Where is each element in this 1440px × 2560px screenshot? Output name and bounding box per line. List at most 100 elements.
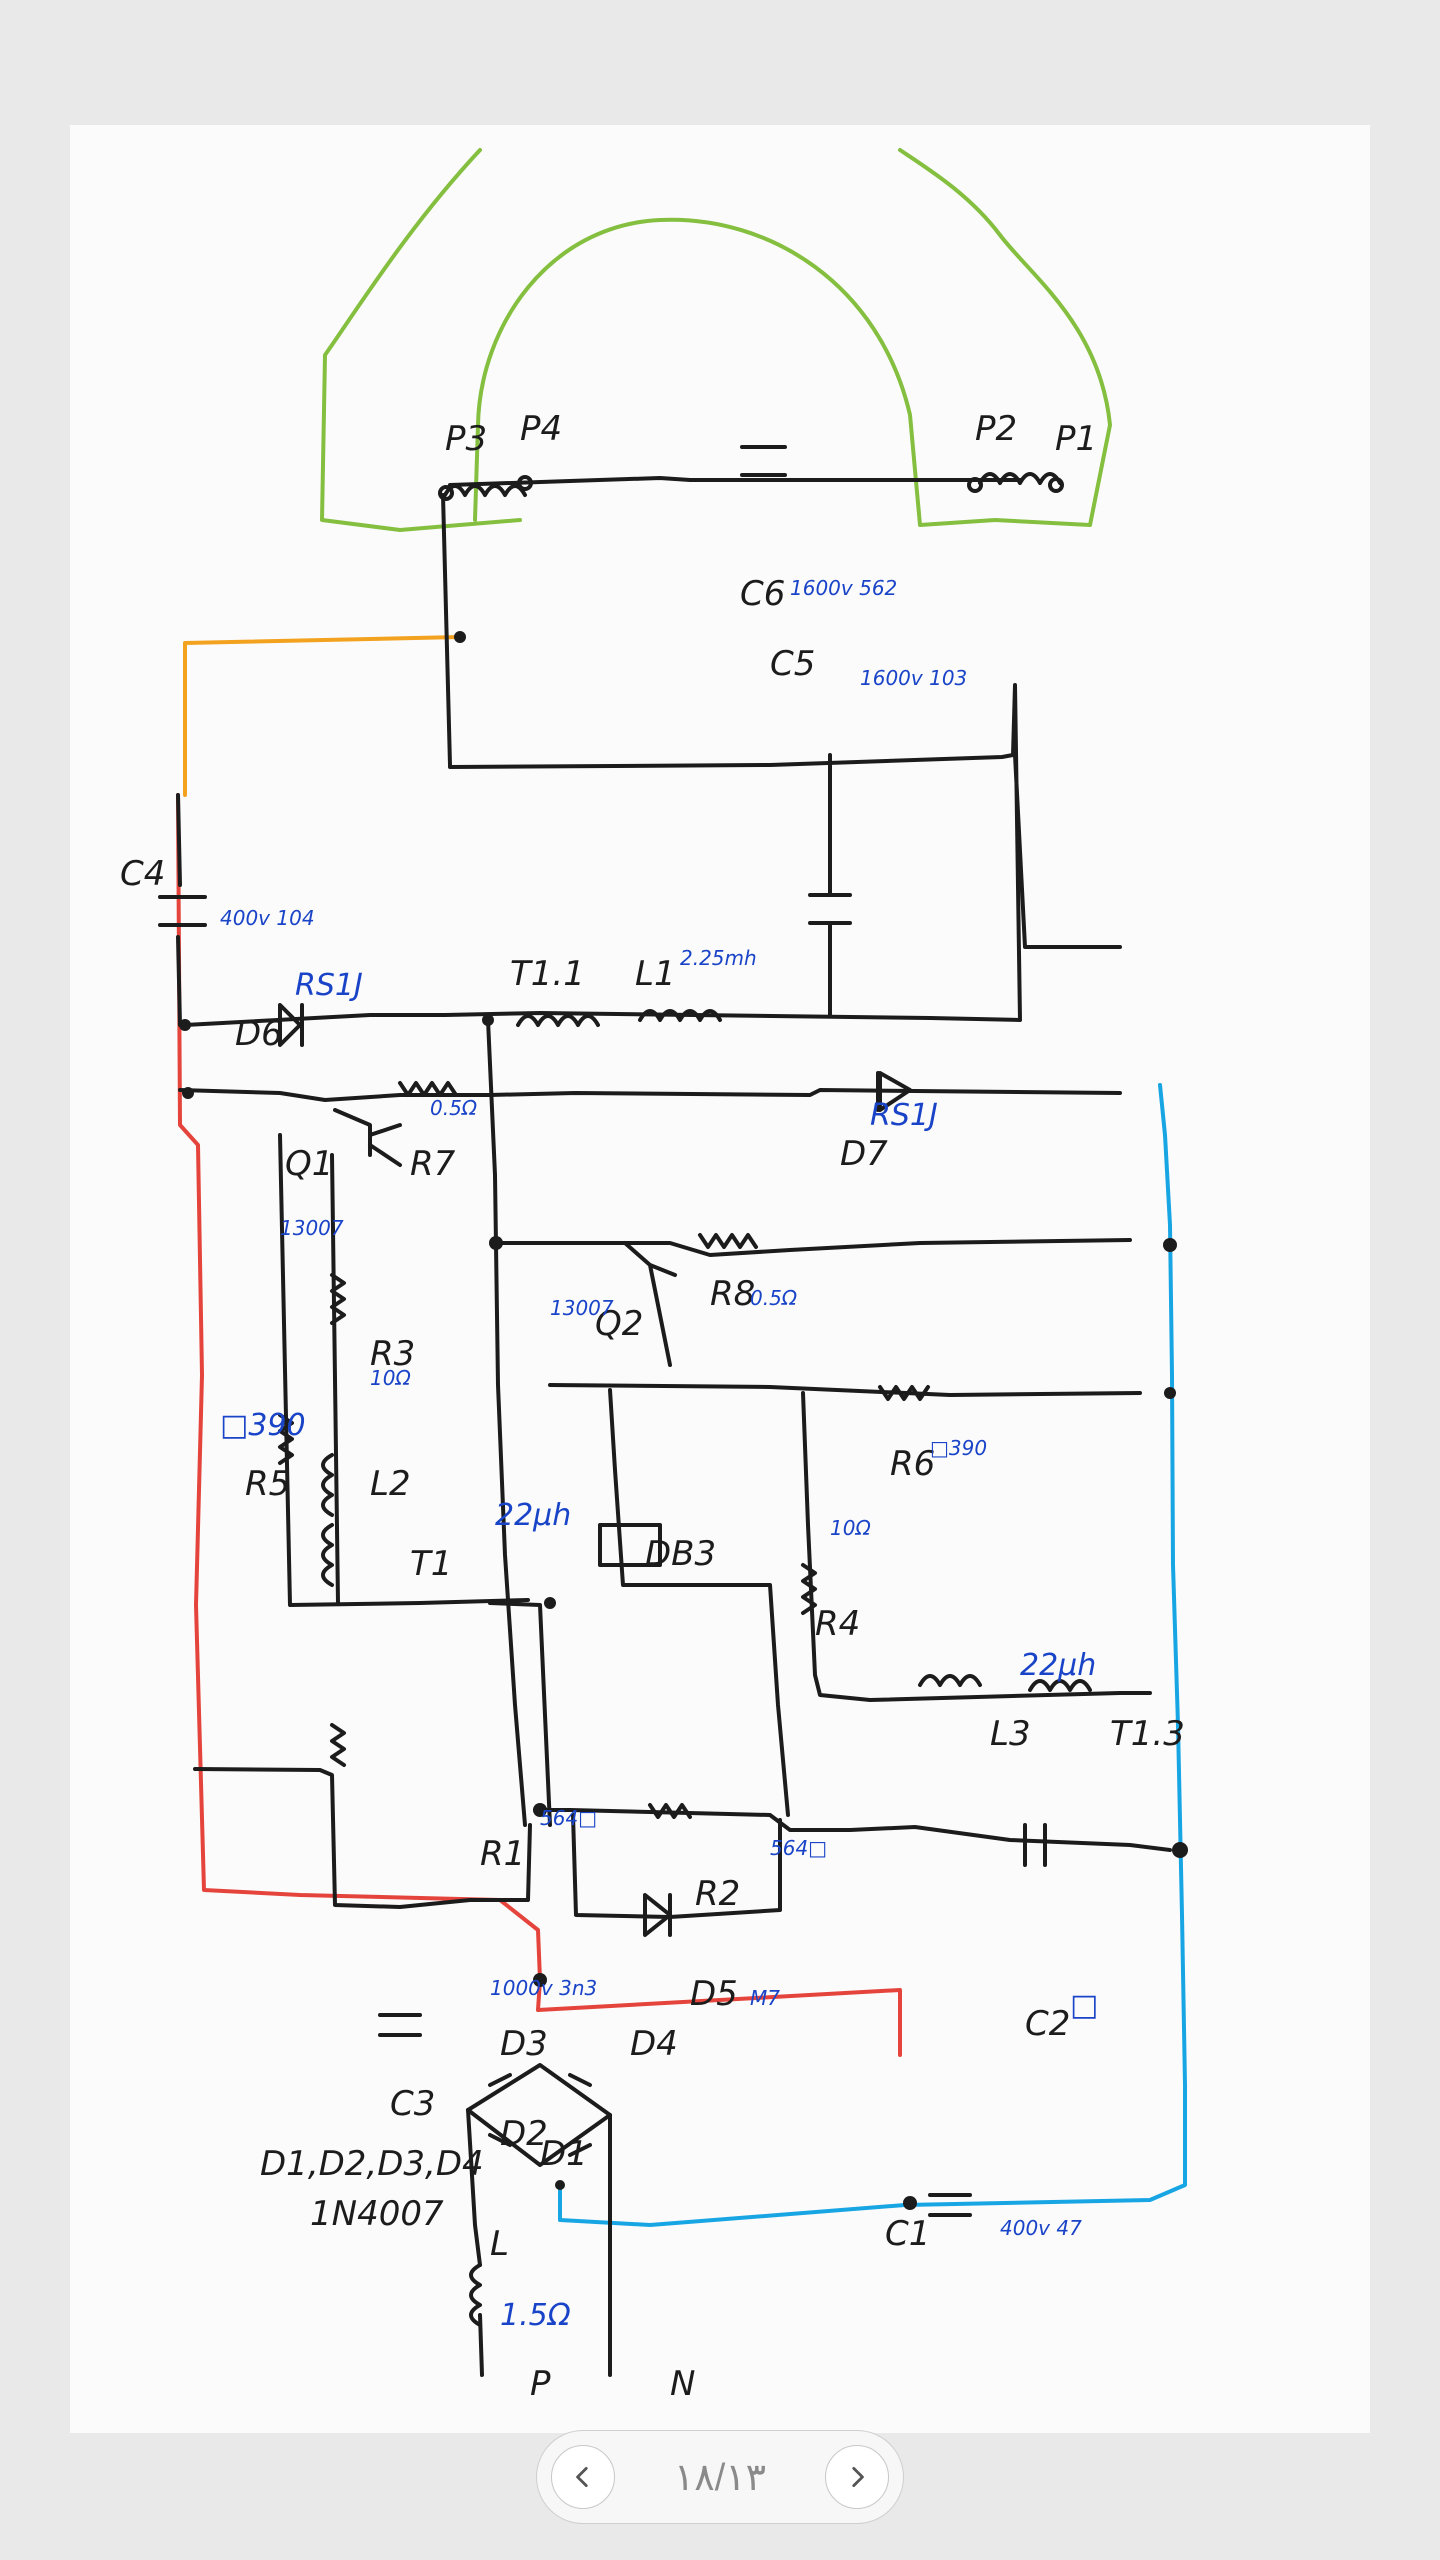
resistor-r8	[698, 1233, 758, 1249]
wire-db3	[608, 1388, 790, 1817]
coil-t1	[321, 1523, 334, 1587]
wire-top	[183, 493, 1122, 1027]
label-d7: D7	[840, 1134, 888, 1174]
label-d1: D1	[540, 2134, 588, 2174]
circuit-schematic: C4 400v 104 C5 1600v 103 C6 1600v 562 P3…	[120, 148, 1188, 2404]
label-r5: R5	[245, 1464, 290, 1504]
capacitor-c6	[740, 445, 787, 477]
label-t1: T1	[410, 1544, 452, 1584]
label-c6: C6	[740, 574, 785, 614]
label-r6: R6	[890, 1444, 935, 1484]
note-r1: 564□	[540, 1806, 597, 1830]
wire-t1-loop	[278, 1133, 552, 1827]
transistor-q2	[623, 1241, 677, 1367]
label-p2: P2	[975, 409, 1017, 449]
label-d6: D6	[235, 1014, 283, 1054]
note-q2: 13007	[550, 1296, 614, 1320]
label-c5: C5	[770, 644, 815, 684]
resistor-r7	[398, 1081, 458, 1097]
label-r7: R7	[410, 1144, 456, 1184]
wire-c4	[176, 793, 182, 1027]
chevron-right-icon	[852, 2466, 864, 2488]
label-d4: D4	[630, 2024, 678, 2064]
label-c2: C2	[1025, 2004, 1070, 2044]
note-c2: □	[1070, 1988, 1098, 2023]
page-indicator: ۱۸/۱۳	[673, 2456, 767, 2499]
wire-vertical-main	[486, 1018, 527, 1827]
wire-q2	[492, 1238, 1142, 1397]
label-db3: DB3	[645, 1534, 716, 1574]
capacitor-c5	[808, 753, 852, 1017]
note-r8: 0.5Ω	[750, 1286, 798, 1310]
coil-t11	[516, 1014, 600, 1027]
note-r4: 10Ω	[830, 1516, 871, 1540]
resistor-r1	[330, 1723, 346, 1767]
note-c6: 1600v 562	[790, 576, 897, 600]
label-l3: L3	[990, 1714, 1031, 1754]
prev-page-button[interactable]	[551, 2445, 615, 2509]
label-q2: Q2	[595, 1304, 643, 1344]
label-c3: C3	[390, 2084, 435, 2124]
label-c1: C1	[885, 2214, 930, 2254]
note-r5: □390	[220, 1408, 306, 1443]
label-r8: R8	[710, 1274, 755, 1314]
note-d6: RS1J	[295, 968, 363, 1003]
capacitor-c4	[158, 895, 207, 927]
label-c4: C4	[120, 854, 165, 894]
wire-q1-branch	[178, 1088, 1122, 1102]
next-page-button[interactable]	[825, 2445, 889, 2509]
orange-wire	[183, 635, 462, 797]
note-l: 1.5Ω	[500, 2298, 571, 2333]
coil-l2	[321, 1453, 334, 1517]
inductor-l	[469, 2263, 482, 2327]
label-l2: L2	[370, 1464, 411, 1504]
note-d7: RS1J	[870, 1098, 938, 1133]
label-d2: D2	[500, 2114, 548, 2154]
note-r6: □390	[930, 1436, 987, 1460]
chevron-left-icon	[576, 2466, 588, 2488]
capacitor-c1	[928, 2193, 972, 2217]
transistor-q1	[333, 1108, 402, 1167]
coil-l1	[638, 1009, 722, 1022]
note-l2: 22μh	[495, 1498, 571, 1533]
note-c4: 400v 104	[220, 906, 315, 930]
document-page	[70, 125, 1370, 2433]
note-d5: M7	[750, 1986, 780, 2010]
resistor-r6	[878, 1385, 930, 1401]
label-l: L	[490, 2224, 509, 2264]
coil-t13	[1028, 1679, 1092, 1692]
note-q1: 13007	[280, 1216, 344, 1240]
note-c1: 400v 47	[1000, 2216, 1082, 2240]
label-l1: L1	[635, 954, 676, 994]
note-l3: 22μh	[1020, 1648, 1096, 1683]
label-q1: Q1	[285, 1144, 333, 1184]
label-d5: D5	[690, 1974, 738, 2014]
label-d3: D3	[500, 2024, 548, 2064]
label-diodes-list: D1,D2,D3,D4	[260, 2144, 484, 2184]
wire-r1-c3	[193, 1767, 532, 1909]
label-r2: R2	[695, 1874, 740, 1914]
coil-l3	[918, 1674, 982, 1687]
label-t13: T1.3	[1110, 1714, 1185, 1754]
note-c5: 1600v 103	[860, 666, 967, 690]
red-positive-rail	[176, 793, 902, 2057]
page-navigator: ۱۸/۱۳	[536, 2430, 904, 2524]
label-p3: P3	[445, 419, 487, 459]
label-p4: P4	[520, 409, 562, 449]
note-l1: 2.25mh	[680, 946, 757, 970]
label-p: P	[530, 2364, 551, 2404]
diode-d6	[278, 1003, 304, 1047]
wire-r4-l3	[801, 1391, 1152, 1702]
diac-db3	[598, 1523, 662, 1567]
label-r4: R4	[815, 1604, 860, 1644]
capacitor-c2	[1023, 1823, 1047, 1867]
lamp-filament-wire-outer	[320, 148, 1112, 532]
resistor-r5	[278, 1413, 294, 1465]
label-r3: R3	[370, 1334, 415, 1374]
diode-d7	[876, 1071, 912, 1112]
wire-p-row	[448, 476, 1022, 487]
label-n: N	[670, 2364, 695, 2404]
note-c3: 1000v 3n3	[490, 1976, 597, 2000]
resistor-r2	[648, 1803, 692, 1819]
capacitor-c3	[378, 2013, 422, 2037]
